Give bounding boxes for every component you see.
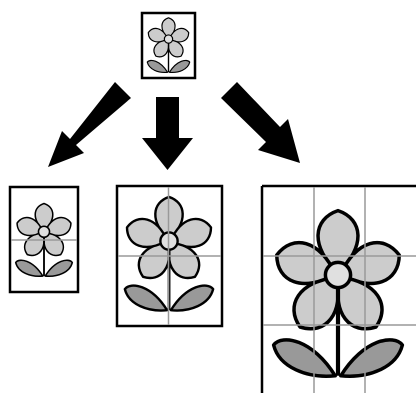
source-image (140, 11, 197, 80)
scaled-image-medium (115, 184, 224, 328)
arrow-center (142, 97, 193, 170)
arrow-right (221, 82, 300, 163)
scaled-image-small (8, 185, 80, 294)
scaled-image-large (260, 184, 416, 393)
arrow-left (48, 82, 131, 167)
